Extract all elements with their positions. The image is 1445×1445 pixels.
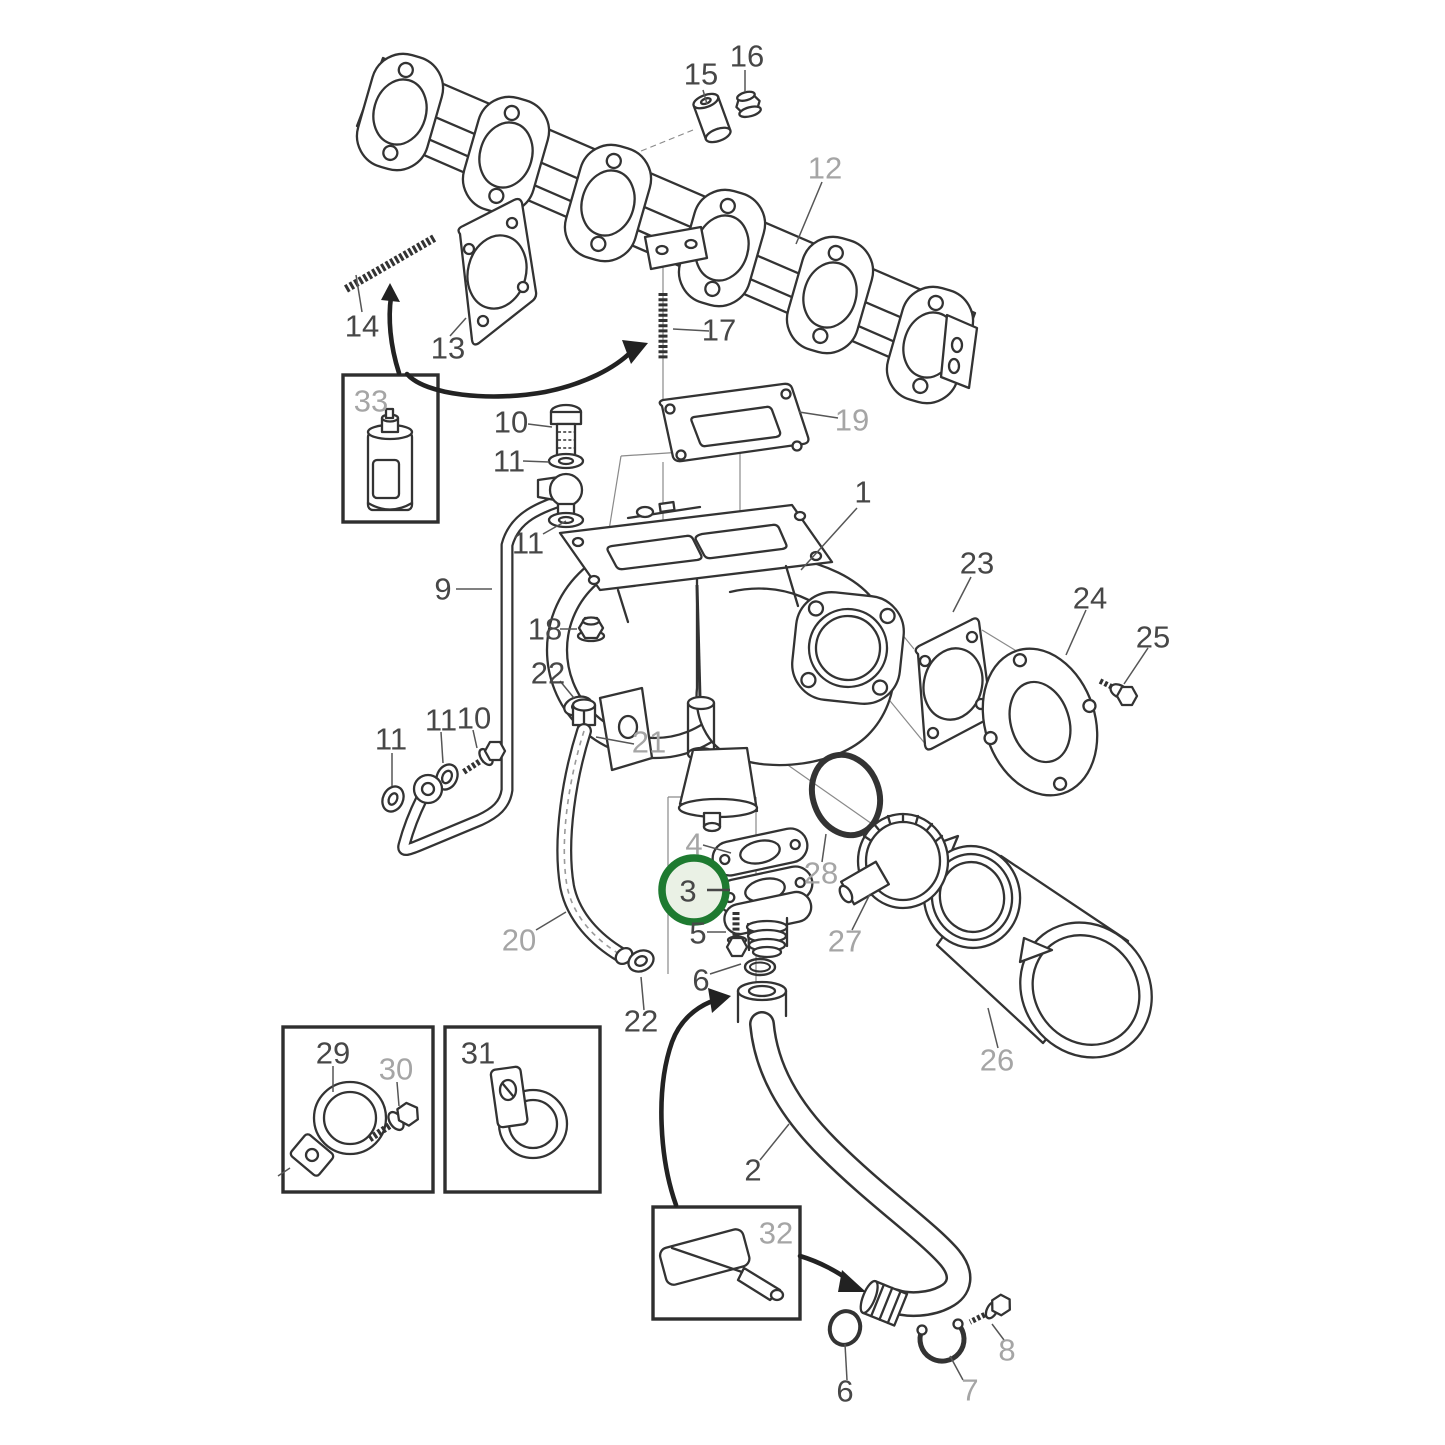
part-label-11: 11 [493, 444, 525, 479]
part-label-12: 12 [808, 151, 842, 186]
pipe-clamp-31 [489, 1065, 569, 1160]
part-label-8: 8 [998, 1333, 1015, 1368]
part-label-11: 11 [425, 703, 457, 738]
part-label-32: 32 [759, 1216, 793, 1251]
part-label-7: 7 [961, 1373, 978, 1408]
part-label-24: 24 [1073, 581, 1107, 616]
part-label-5: 5 [689, 916, 706, 951]
leader-lines [332, 70, 1149, 1381]
part-label-11: 11 [375, 722, 407, 757]
part-label-18: 18 [528, 612, 562, 647]
manifold-gasket-13 [457, 197, 538, 346]
bolt-5 [725, 912, 749, 958]
banjo-eye [412, 773, 444, 805]
inset-box-33 [341, 373, 440, 524]
part-label-30: 30 [379, 1052, 413, 1087]
part-label-17: 17 [702, 313, 736, 348]
exhaust-manifold-12 [355, 52, 979, 405]
inset-box-31 [443, 1025, 602, 1194]
part-label-28: 28 [804, 856, 838, 891]
stud-14 [343, 233, 439, 293]
part-label-13: 13 [431, 331, 465, 366]
part-label-9: 9 [434, 572, 451, 607]
part-label-21: 21 [632, 725, 666, 760]
banjo-tee-fitting [536, 472, 584, 516]
oil-feed-pipe-9 [397, 490, 578, 856]
part-label-23: 23 [960, 546, 994, 581]
part-label-29: 29 [316, 1036, 350, 1071]
exhaust-elbow-26 [922, 834, 1153, 1059]
oil-drain-hose-20 [556, 723, 634, 966]
inset-box-29-30 [277, 1025, 435, 1194]
outlet-gasket-23 [914, 617, 993, 751]
part-label-22: 22 [624, 1004, 658, 1039]
drain-gasket-4 [711, 827, 809, 877]
part-label-11: 11 [512, 526, 544, 561]
part-label-14: 14 [345, 309, 379, 344]
washer-11-left [381, 785, 405, 813]
o-ring-6-upper [743, 957, 777, 977]
part-label-25: 25 [1136, 620, 1170, 655]
part-label-1: 1 [854, 475, 871, 510]
washer-11-upper-2 [547, 511, 585, 529]
part-label-22: 22 [531, 656, 565, 691]
spray-can [366, 407, 414, 512]
banjo-bolt-10-lower [460, 740, 507, 776]
oil-drain-pipe-2 [736, 980, 972, 1327]
o-ring-6-lower [827, 1309, 863, 1347]
part-label-3: 3 [679, 874, 696, 909]
bolt-25 [1098, 678, 1139, 707]
nut-18 [576, 616, 606, 643]
part-label-16: 16 [730, 39, 764, 74]
part-label-31: 31 [461, 1036, 495, 1071]
hose-clamp-27 [838, 812, 950, 910]
fitting-21 [571, 698, 597, 727]
bolt-30 [366, 1101, 419, 1143]
part-label-26: 26 [980, 1043, 1014, 1078]
nut-16 [735, 90, 762, 119]
inset-box-32 [651, 1205, 802, 1321]
spacer-15 [692, 92, 732, 144]
part-label-15: 15 [684, 57, 718, 92]
turbo-inlet-gasket-19 [658, 382, 810, 463]
part-label-4: 4 [685, 827, 702, 862]
part-label-2: 2 [744, 1153, 761, 1188]
part-label-19: 19 [835, 403, 869, 438]
cover-plate-24 [981, 647, 1099, 797]
banjo-bolt-10-upper [549, 403, 583, 458]
o-ring-28 [808, 751, 884, 839]
part-label-6: 6 [836, 1374, 853, 1409]
bolt-8 [968, 1293, 1011, 1325]
washer-11-upper [547, 452, 585, 470]
part-label-33: 33 [354, 384, 388, 419]
part-label-10: 10 [457, 701, 491, 736]
instruction-arrows [381, 283, 866, 1292]
part-label-10: 10 [494, 405, 528, 440]
part-label-27: 27 [828, 924, 862, 959]
pipe-clamp-29 [277, 1080, 388, 1177]
circlip-7 [916, 1318, 967, 1364]
washer-22-lower [627, 949, 655, 973]
part-label-20: 20 [502, 923, 536, 958]
drain-flange [723, 890, 813, 959]
part-label-6: 6 [692, 963, 709, 998]
sealant-tube [658, 1228, 785, 1302]
turbocharger-1 [545, 500, 905, 833]
